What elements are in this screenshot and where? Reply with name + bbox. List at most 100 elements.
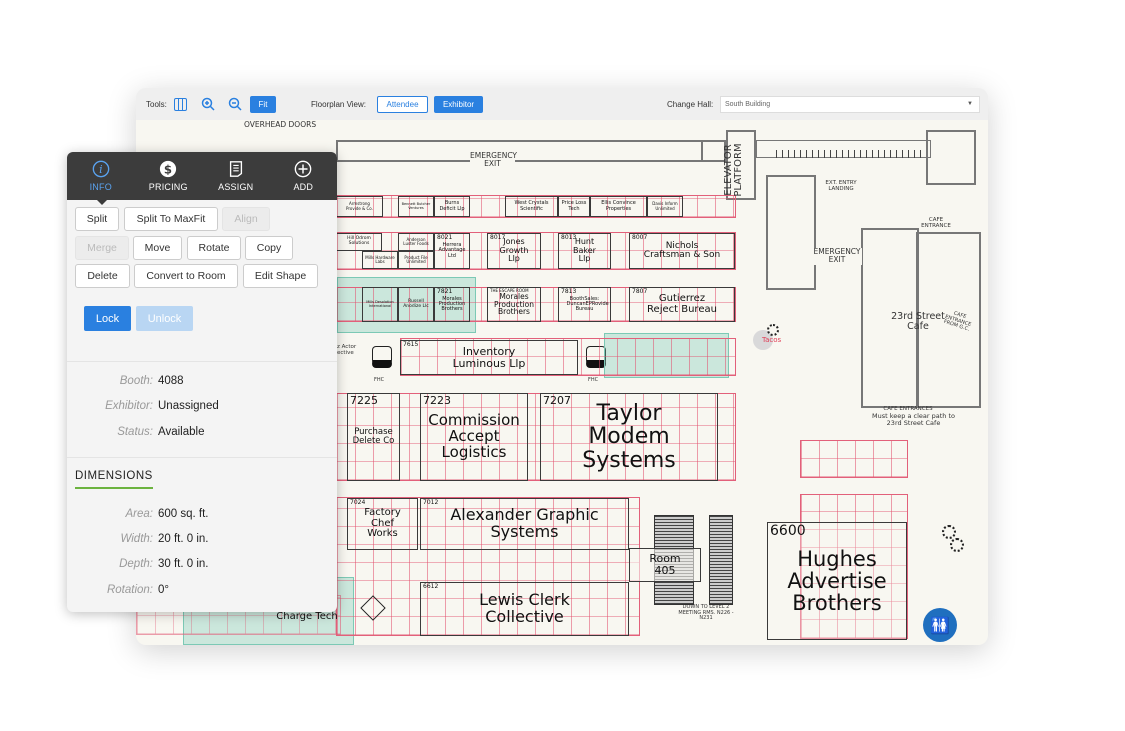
attendee-view-button[interactable]: Attendee	[377, 96, 428, 113]
tab-add[interactable]: ADD	[270, 152, 338, 200]
split-maxfit-button[interactable]: Split To MaxFit	[124, 207, 218, 231]
table-cluster-icon-2	[950, 538, 964, 552]
booth-price-loss[interactable]: Price Loss Tech	[558, 196, 590, 217]
ext-entry-label: EXT. ENTRY LANDING	[825, 180, 857, 193]
booth-name: Nichols Craftsman & Son	[643, 240, 721, 260]
booth-name: Factory Chef Works	[364, 507, 401, 540]
booth-grid	[336, 393, 736, 481]
tacos-marker[interactable]	[753, 330, 773, 350]
booth-name: Product File Unlimited	[404, 254, 428, 264]
booth-charge-tech[interactable]: Charge Tech	[266, 605, 348, 630]
booth-burns[interactable]: Burns Deficit Llp	[434, 196, 470, 217]
unlock-button[interactable]: Unlock	[136, 306, 193, 331]
booth-davis[interactable]: Davis Inform Unlimited	[647, 196, 683, 217]
booth-number: 7024	[350, 499, 366, 506]
room-405[interactable]: Room 405	[629, 548, 701, 582]
tab-pricing[interactable]: $ PRICING	[135, 152, 203, 200]
tab-label: ASSIGN	[218, 182, 254, 192]
exhibitor-view-button[interactable]: Exhibitor	[434, 96, 483, 113]
svg-text:$: $	[164, 163, 172, 177]
grid-icon[interactable]	[174, 98, 187, 111]
fhc-cabinet-icon	[372, 346, 392, 368]
booth-number: 6600	[770, 523, 806, 539]
stairs-right	[926, 130, 976, 185]
booth-name: Burns Deficit Llp	[439, 200, 465, 212]
tab-info[interactable]: i INFO	[67, 152, 135, 200]
change-hall-label: Change Hall:	[667, 100, 714, 109]
cafe-interior	[861, 228, 919, 408]
booth-grid	[400, 338, 736, 376]
down-to-level-label: DOWN TO LEVEL 2 MEETING RMS. N226 - N231	[678, 604, 734, 621]
convert-to-room-button[interactable]: Convert to Room	[134, 264, 238, 288]
booth-name: West Crystals Scientific	[514, 200, 549, 212]
zoom-out-icon[interactable]	[228, 97, 242, 111]
booth-hill-odrom[interactable]: Hill Odrom Solutions	[336, 233, 382, 251]
tacos-label: Tacos	[762, 336, 782, 344]
elevator-platform-label: ELEVATOR PLATFORM	[723, 143, 744, 197]
divider	[67, 361, 337, 362]
booth-west-crystals[interactable]: West Crystals Scientific	[505, 196, 558, 217]
field-label: Depth:	[119, 558, 153, 570]
booth-anderson[interactable]: Anderson Luster Foods	[398, 233, 434, 251]
active-tab-pointer	[96, 199, 108, 205]
booth-bennett[interactable]: Bennett Butcher Ventures	[398, 196, 434, 217]
merge-button[interactable]: Merge	[75, 236, 129, 260]
move-button[interactable]: Move	[133, 236, 182, 260]
booth-mills-desolation[interactable]: Mills Desolation International	[362, 287, 398, 322]
booth-grid	[336, 497, 640, 636]
tab-label: ADD	[293, 182, 314, 192]
booth-name: Russell Anodize Llc	[403, 298, 429, 309]
dimensions-heading: DIMENSIONS	[75, 470, 153, 489]
table-cluster-icon	[942, 525, 956, 539]
booth-name: Alexander Graphic Systems	[450, 505, 599, 541]
booth-name: Commission Accept Logistics	[428, 411, 520, 461]
booth-ellis[interactable]: Ellis Convince Properties	[590, 196, 647, 217]
dollar-icon: $	[160, 160, 177, 178]
field-label: Area:	[125, 508, 154, 520]
booth-armstrong[interactable]: Armstrong Provide & Co.	[336, 196, 383, 217]
split-button[interactable]: Split	[75, 207, 119, 231]
lock-button[interactable]: Lock	[84, 306, 131, 331]
booth-name: Price Loss Tech	[561, 200, 587, 212]
booth-number: 7615	[403, 341, 419, 348]
booth-name: Inventory Luminous Llp	[452, 344, 526, 370]
booth-number: 7821	[437, 288, 453, 295]
emergency-exit-label: EMERGENCY EXIT	[470, 151, 518, 169]
toolbar: Tools: Fit Floorplan View: Attendee Exhi…	[136, 88, 988, 120]
booth-name: Morales Production Brothers	[494, 291, 534, 317]
fhc-label: FHC	[374, 377, 385, 383]
tab-assign[interactable]: ASSIGN	[202, 152, 270, 200]
booth-number-value: 4088	[158, 375, 184, 387]
copy-button[interactable]: Copy	[245, 236, 293, 260]
fit-button[interactable]: Fit	[250, 96, 276, 113]
hall-select[interactable]: South Building▼	[720, 96, 980, 113]
clear-path-label: Must keep a clear path to 23rd Street Ca…	[872, 412, 955, 428]
delete-button[interactable]: Delete	[75, 264, 130, 288]
edit-shape-button[interactable]: Edit Shape	[243, 264, 318, 288]
zoom-in-icon[interactable]	[201, 97, 215, 111]
booth-russell[interactable]: Russell Anodize Llc	[398, 287, 434, 322]
booth-mills-hardware[interactable]: Mills Hardware Labs	[362, 251, 398, 269]
booth-number: 6612	[423, 583, 439, 590]
rotate-button[interactable]: Rotate	[187, 236, 241, 260]
align-button[interactable]: Align	[222, 207, 270, 231]
restroom-icon[interactable]: 🚻	[923, 608, 957, 642]
booth-7615[interactable]: 7615 Inventory Luminous Llp	[400, 340, 578, 375]
svg-text:i: i	[99, 163, 103, 176]
booth-product-file[interactable]: Product File Unlimited	[398, 251, 434, 269]
